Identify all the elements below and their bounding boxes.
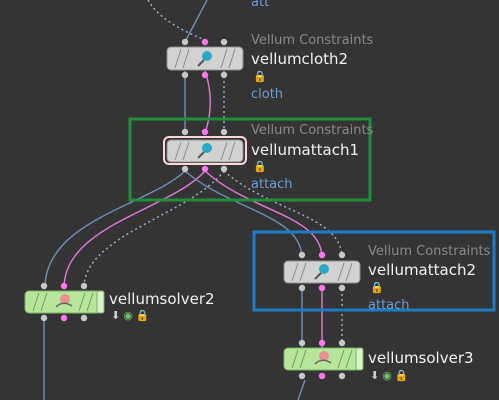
output-label: attach xyxy=(368,298,410,313)
node-vellumattach1[interactable] xyxy=(163,128,247,173)
output-port[interactable] xyxy=(338,372,346,380)
display-flag-icon[interactable]: ⬇ xyxy=(111,309,124,322)
input-port[interactable] xyxy=(318,251,326,259)
pushpin-icon xyxy=(314,264,329,280)
node-vellumattach2[interactable] xyxy=(283,251,361,292)
node-vellumsolver3[interactable] xyxy=(283,339,364,380)
input-port[interactable] xyxy=(201,38,209,46)
output-port[interactable] xyxy=(318,284,326,292)
input-port[interactable] xyxy=(201,128,209,136)
bypass-icon[interactable]: ◉ xyxy=(382,369,395,382)
output-port[interactable] xyxy=(80,314,88,322)
wire-pink xyxy=(204,170,323,259)
input-port[interactable] xyxy=(298,339,306,347)
wire-pink xyxy=(63,170,206,289)
output-label: att xyxy=(251,0,270,10)
output-port[interactable] xyxy=(201,165,209,173)
node-name-label[interactable]: vellumsolver2 xyxy=(109,290,215,308)
lock-icon: 🔒 xyxy=(370,281,384,294)
node-type-label: Vellum Constraints xyxy=(251,33,374,48)
wire-blue xyxy=(44,170,186,289)
node-name-label[interactable]: vellumcloth2 xyxy=(251,50,349,68)
input-port[interactable] xyxy=(80,282,88,290)
node-type-label: Vellum Constraints xyxy=(368,244,491,259)
input-port[interactable] xyxy=(338,339,346,347)
wire-pink xyxy=(204,70,211,131)
output-port[interactable] xyxy=(298,284,306,292)
bypass-icon[interactable]: ◉ xyxy=(123,309,136,322)
highlight-box-blue xyxy=(252,230,496,312)
node-flags: ⬇◉🔒 xyxy=(111,309,153,322)
display-flag-icon[interactable]: ⬇ xyxy=(370,369,383,382)
output-port[interactable] xyxy=(181,71,189,79)
input-port[interactable] xyxy=(220,38,228,46)
pushpin-icon xyxy=(197,143,212,159)
output-port[interactable] xyxy=(338,284,346,292)
node-type-label: Vellum Constraints xyxy=(251,123,374,138)
node-name-label[interactable]: vellumattach2 xyxy=(368,261,477,279)
output-label: cloth xyxy=(251,87,284,102)
wire-blue xyxy=(184,170,303,259)
input-port[interactable] xyxy=(181,38,189,46)
wire-blue xyxy=(185,0,208,41)
cloth-ball-icon xyxy=(55,294,73,308)
output-port[interactable] xyxy=(220,165,228,173)
output-port[interactable] xyxy=(220,71,228,79)
output-port[interactable] xyxy=(318,372,326,380)
output-port[interactable] xyxy=(60,314,68,322)
wire-dotted xyxy=(223,170,343,259)
pushpin-icon xyxy=(197,51,212,67)
output-port[interactable] xyxy=(181,165,189,173)
lock-icon: 🔒 xyxy=(253,160,267,173)
lock-icon[interactable]: 🔒 xyxy=(394,369,412,382)
output-port[interactable] xyxy=(40,314,48,322)
wire-blue xyxy=(297,379,306,400)
lock-icon: 🔒 xyxy=(253,70,267,83)
node-vellumsolver2[interactable] xyxy=(24,282,105,322)
highlight-box-green xyxy=(128,117,372,202)
node-flags: ⬇◉🔒 xyxy=(370,369,412,382)
input-port[interactable] xyxy=(318,339,326,347)
input-port[interactable] xyxy=(338,251,346,259)
lock-icon[interactable]: 🔒 xyxy=(135,309,153,322)
input-port[interactable] xyxy=(60,282,68,290)
output-port[interactable] xyxy=(201,71,209,79)
cloth-ball-icon xyxy=(314,351,332,365)
input-port[interactable] xyxy=(181,128,189,136)
output-label: attach xyxy=(251,177,293,192)
input-port[interactable] xyxy=(220,128,228,136)
node-vellumcloth2[interactable] xyxy=(166,38,244,79)
wire-dotted xyxy=(83,170,225,289)
node-name-label[interactable]: vellumattach1 xyxy=(251,141,360,159)
input-port[interactable] xyxy=(298,251,306,259)
node-name-label[interactable]: vellumsolver3 xyxy=(368,349,474,367)
output-port[interactable] xyxy=(298,372,306,380)
input-port[interactable] xyxy=(40,282,48,290)
